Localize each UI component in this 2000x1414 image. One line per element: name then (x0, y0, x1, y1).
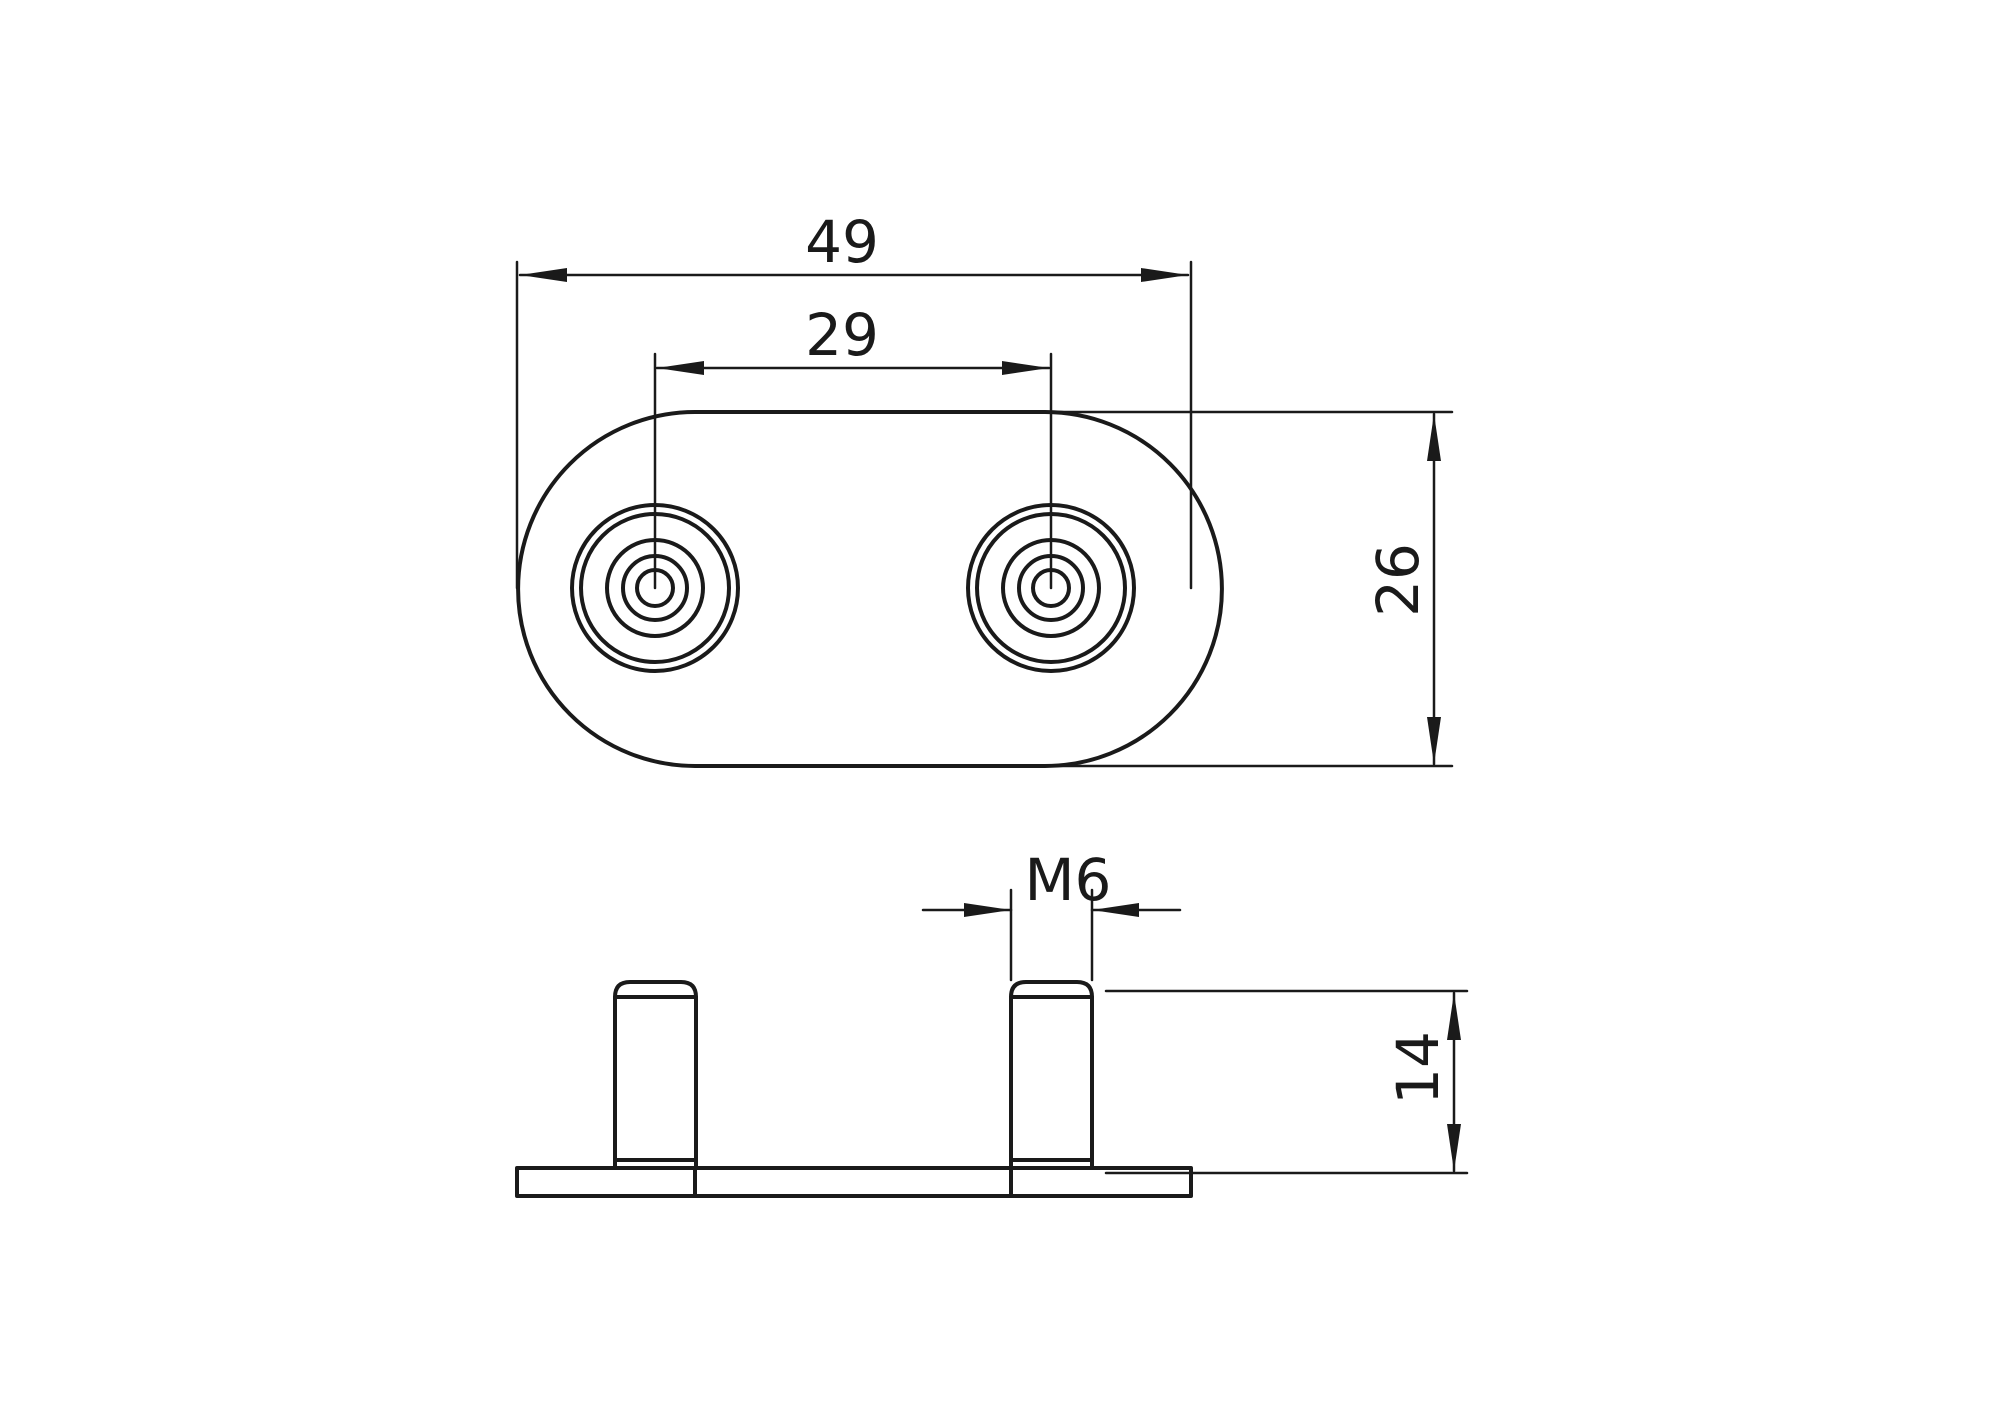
stud-height-label: 14 (1384, 1031, 1452, 1105)
thread-size-label: M6 (1025, 846, 1112, 914)
plate-width-label: 26 (1364, 543, 1432, 617)
base-plate-side (515, 1166, 1193, 1198)
dimension-stud-height: 14 (1104, 989, 1469, 1175)
dimension-overall-length: 49 (515, 208, 1193, 590)
dimension-hole-spacing: 29 (653, 301, 1053, 590)
top-view: 49 29 26 (515, 208, 1454, 768)
overall-length-label: 49 (805, 208, 879, 276)
right-stud (1009, 980, 1094, 1170)
left-stud (613, 980, 698, 1170)
hole-spacing-label: 29 (805, 301, 879, 369)
dimension-plate-width: 26 (1043, 410, 1454, 768)
side-view: M6 14 (515, 846, 1469, 1198)
dimension-thread-size: M6 (921, 846, 1182, 982)
